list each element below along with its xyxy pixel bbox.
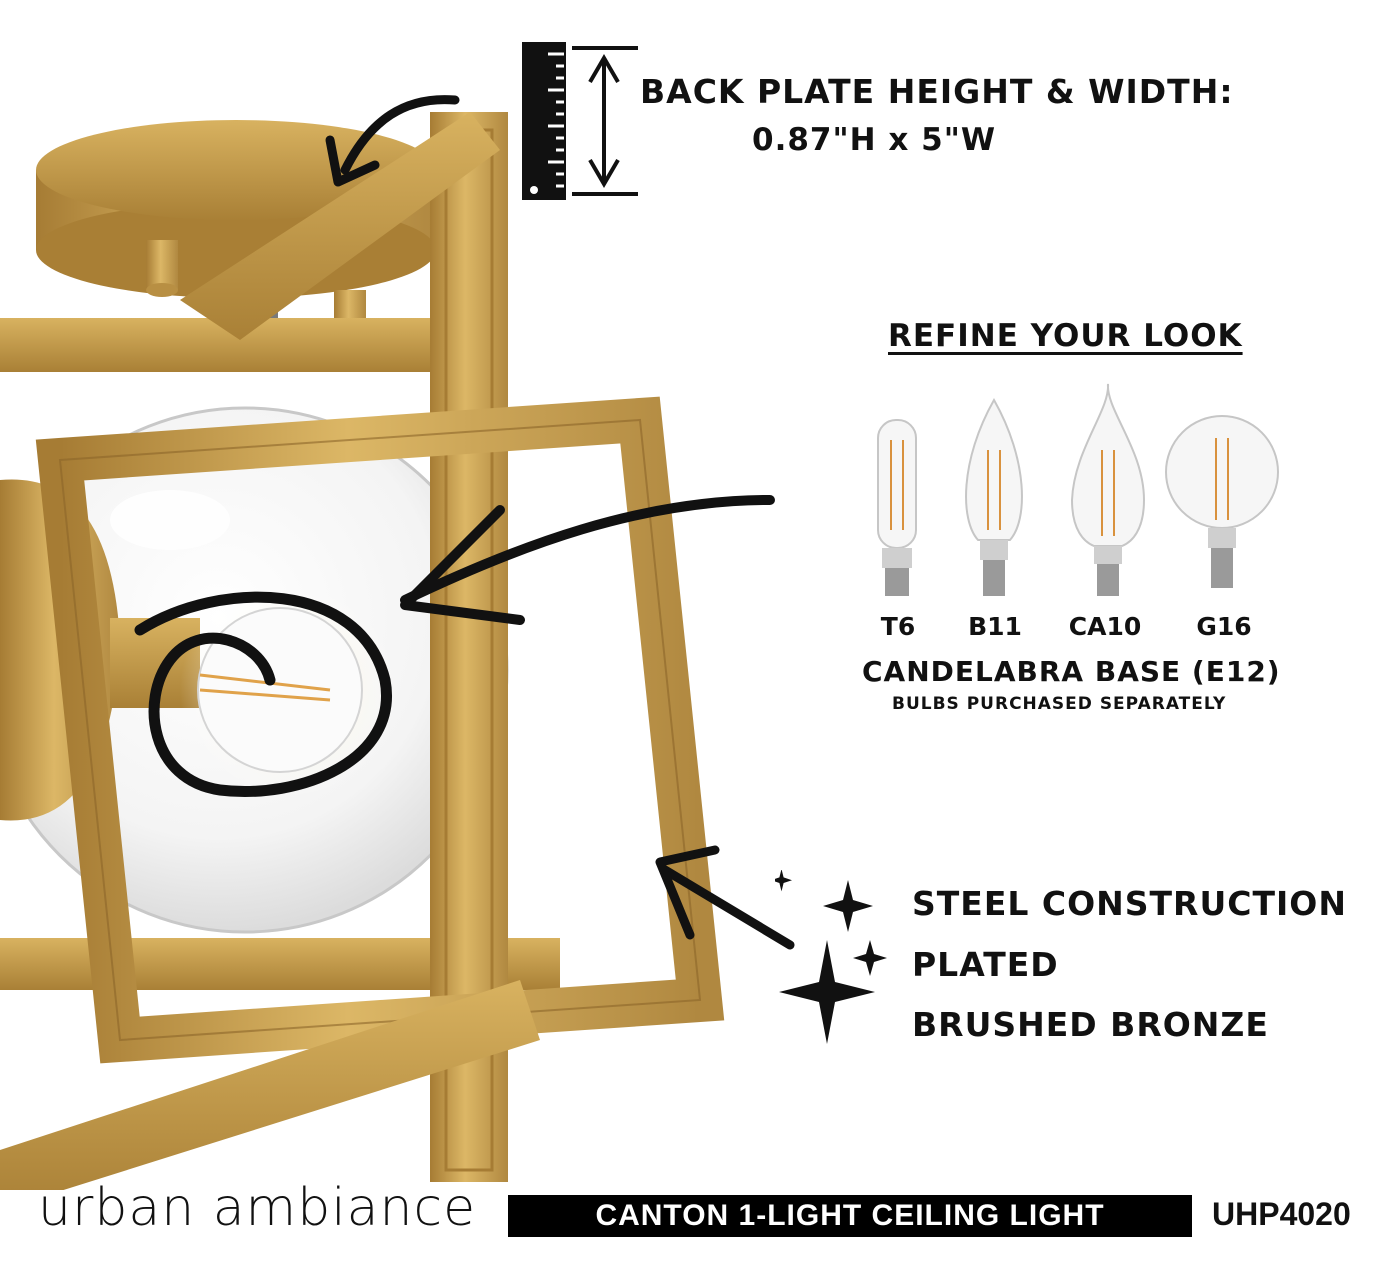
product-sku: UHP4020 [1212,1196,1351,1232]
brand-logo: urban ambiance [38,1178,477,1238]
product-name-bar: CANTON 1-LIGHT CEILING LIGHT [508,1195,1192,1237]
bulb-g16-icon [1165,415,1279,588]
ruler-icon [522,42,566,200]
bulb-label-g16: G16 [1196,612,1252,641]
base-note: BULBS PURCHASED SEPARATELY [892,694,1227,714]
bulb-ca10-icon [1070,383,1146,596]
highlight-circle [134,591,392,797]
arrow-icon [400,495,775,605]
bulb-b11-icon [965,397,1023,596]
fixture-illustration [0,95,795,1190]
bulb-label-t6: T6 [880,612,916,641]
installed-bulb [180,580,400,800]
bulb-options [877,383,1279,596]
sparkle-icon [775,870,887,1044]
bulb-t6-icon [877,419,917,596]
refine-title: REFINE YOUR LOOK [888,318,1243,354]
bulb-label-b11: B11 [968,612,1022,641]
feature-plated: PLATED [912,945,1059,984]
back-plate-title: BACK PLATE HEIGHT & WIDTH: [640,72,1234,111]
bulb-label-ca10: CA10 [1068,612,1142,641]
arrow-icon [660,865,795,950]
feature-steel-construction: STEEL CONSTRUCTION [912,884,1347,923]
base-title: CANDELABRA BASE (E12) [862,655,1281,688]
arrow-icon [340,95,460,175]
back-plate-dimensions: 0.87"H x 5"W [752,122,997,158]
frame-square [35,396,725,1064]
product-name: CANTON 1-LIGHT CEILING LIGHT [595,1199,1105,1232]
feature-brushed-bronze: BRUSHED BRONZE [912,1005,1269,1044]
double-arrow-icon [572,46,638,196]
